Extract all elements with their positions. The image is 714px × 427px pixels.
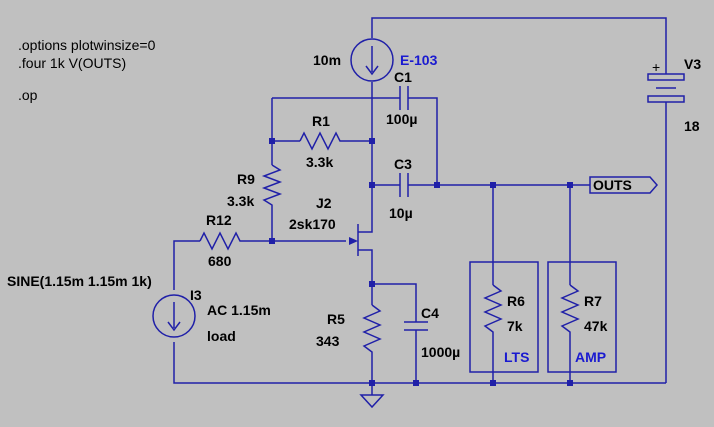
directive-options: .options plotwinsize=0 xyxy=(18,37,156,53)
junction-dot xyxy=(369,380,375,386)
v3-value: 18 xyxy=(684,118,700,134)
j2-name: J2 xyxy=(316,195,332,211)
wire-ground-rail xyxy=(173,342,666,384)
c1-name: C1 xyxy=(394,69,412,85)
v3-plus: + xyxy=(652,59,660,75)
i3-load: load xyxy=(207,328,236,344)
r5-value: 343 xyxy=(316,333,340,349)
junction-dot xyxy=(413,380,419,386)
r6-box xyxy=(469,261,539,373)
directive-op: .op xyxy=(18,87,38,103)
junction-dots xyxy=(269,138,573,386)
resistor-r6[interactable] xyxy=(483,284,503,338)
gate-arrow-icon xyxy=(349,237,358,245)
junction-dot xyxy=(567,182,573,188)
c3-value: 10µ xyxy=(389,205,413,221)
e103-value: 10m xyxy=(313,52,341,68)
r7-name: R7 xyxy=(584,293,602,309)
r6-value: 7k xyxy=(507,318,523,334)
r12-name: R12 xyxy=(206,212,232,228)
directive-four: .four 1k V(OUTS) xyxy=(18,55,126,71)
net-label-outs[interactable] xyxy=(589,176,658,194)
current-source-e103[interactable] xyxy=(350,38,394,82)
junction-dot xyxy=(490,182,496,188)
resistor-r5[interactable] xyxy=(362,304,382,358)
arrow-down-icon xyxy=(365,46,379,76)
i3-name: I3 xyxy=(190,287,202,303)
junction-dot xyxy=(269,138,275,144)
c4-name: C4 xyxy=(421,305,439,321)
wire-c1-right xyxy=(408,97,438,185)
r5-name: R5 xyxy=(327,311,345,327)
ground-symbol xyxy=(359,394,385,409)
junction-dot xyxy=(369,138,375,144)
wire-i3-top xyxy=(173,240,200,290)
r7-value: 47k xyxy=(584,318,608,334)
r1-value: 3.3k xyxy=(306,154,333,170)
r6-box-label: LTS xyxy=(504,349,529,365)
r6-name: R6 xyxy=(507,293,525,309)
junction-dot xyxy=(490,380,496,386)
outs-label: OUTS xyxy=(593,177,632,193)
c4-value: 1000µ xyxy=(421,344,460,360)
resistor-r9[interactable] xyxy=(261,164,283,208)
r9-value: 3.3k xyxy=(227,193,254,209)
j2-value: 2sk170 xyxy=(289,216,336,232)
i3-ac: AC 1.15m xyxy=(207,302,271,318)
battery-v3[interactable] xyxy=(647,62,685,112)
c3-name: C3 xyxy=(394,156,412,172)
c1-value: 100µ xyxy=(386,111,417,127)
junction-dot xyxy=(369,182,375,188)
current-source-i3[interactable] xyxy=(152,294,196,338)
wire-top-rail xyxy=(371,17,667,62)
resistor-r12[interactable] xyxy=(199,231,244,251)
r9-name: R9 xyxy=(237,171,255,187)
resistor-r1[interactable] xyxy=(299,131,344,151)
junction-dot xyxy=(567,380,573,386)
junction-dot xyxy=(434,182,440,188)
e103-name: E-103 xyxy=(400,52,438,68)
capacitor-c1[interactable] xyxy=(399,86,409,110)
resistor-r7[interactable] xyxy=(560,284,580,338)
r12-value: 680 xyxy=(208,253,232,269)
arrow-down-icon xyxy=(167,302,181,332)
r7-box-label: AMP xyxy=(575,349,606,365)
r7-box xyxy=(547,261,617,373)
jfet-j2[interactable] xyxy=(349,218,373,256)
capacitor-c4[interactable] xyxy=(404,321,428,331)
capacitor-c3[interactable] xyxy=(399,173,409,197)
i3-source: SINE(1.15m 1.15m 1k) xyxy=(7,273,152,289)
r1-name: R1 xyxy=(312,113,330,129)
wire-c4-top xyxy=(372,283,417,322)
junction-dot xyxy=(369,281,375,287)
v3-name: V3 xyxy=(684,56,701,72)
junction-dot xyxy=(269,238,275,244)
